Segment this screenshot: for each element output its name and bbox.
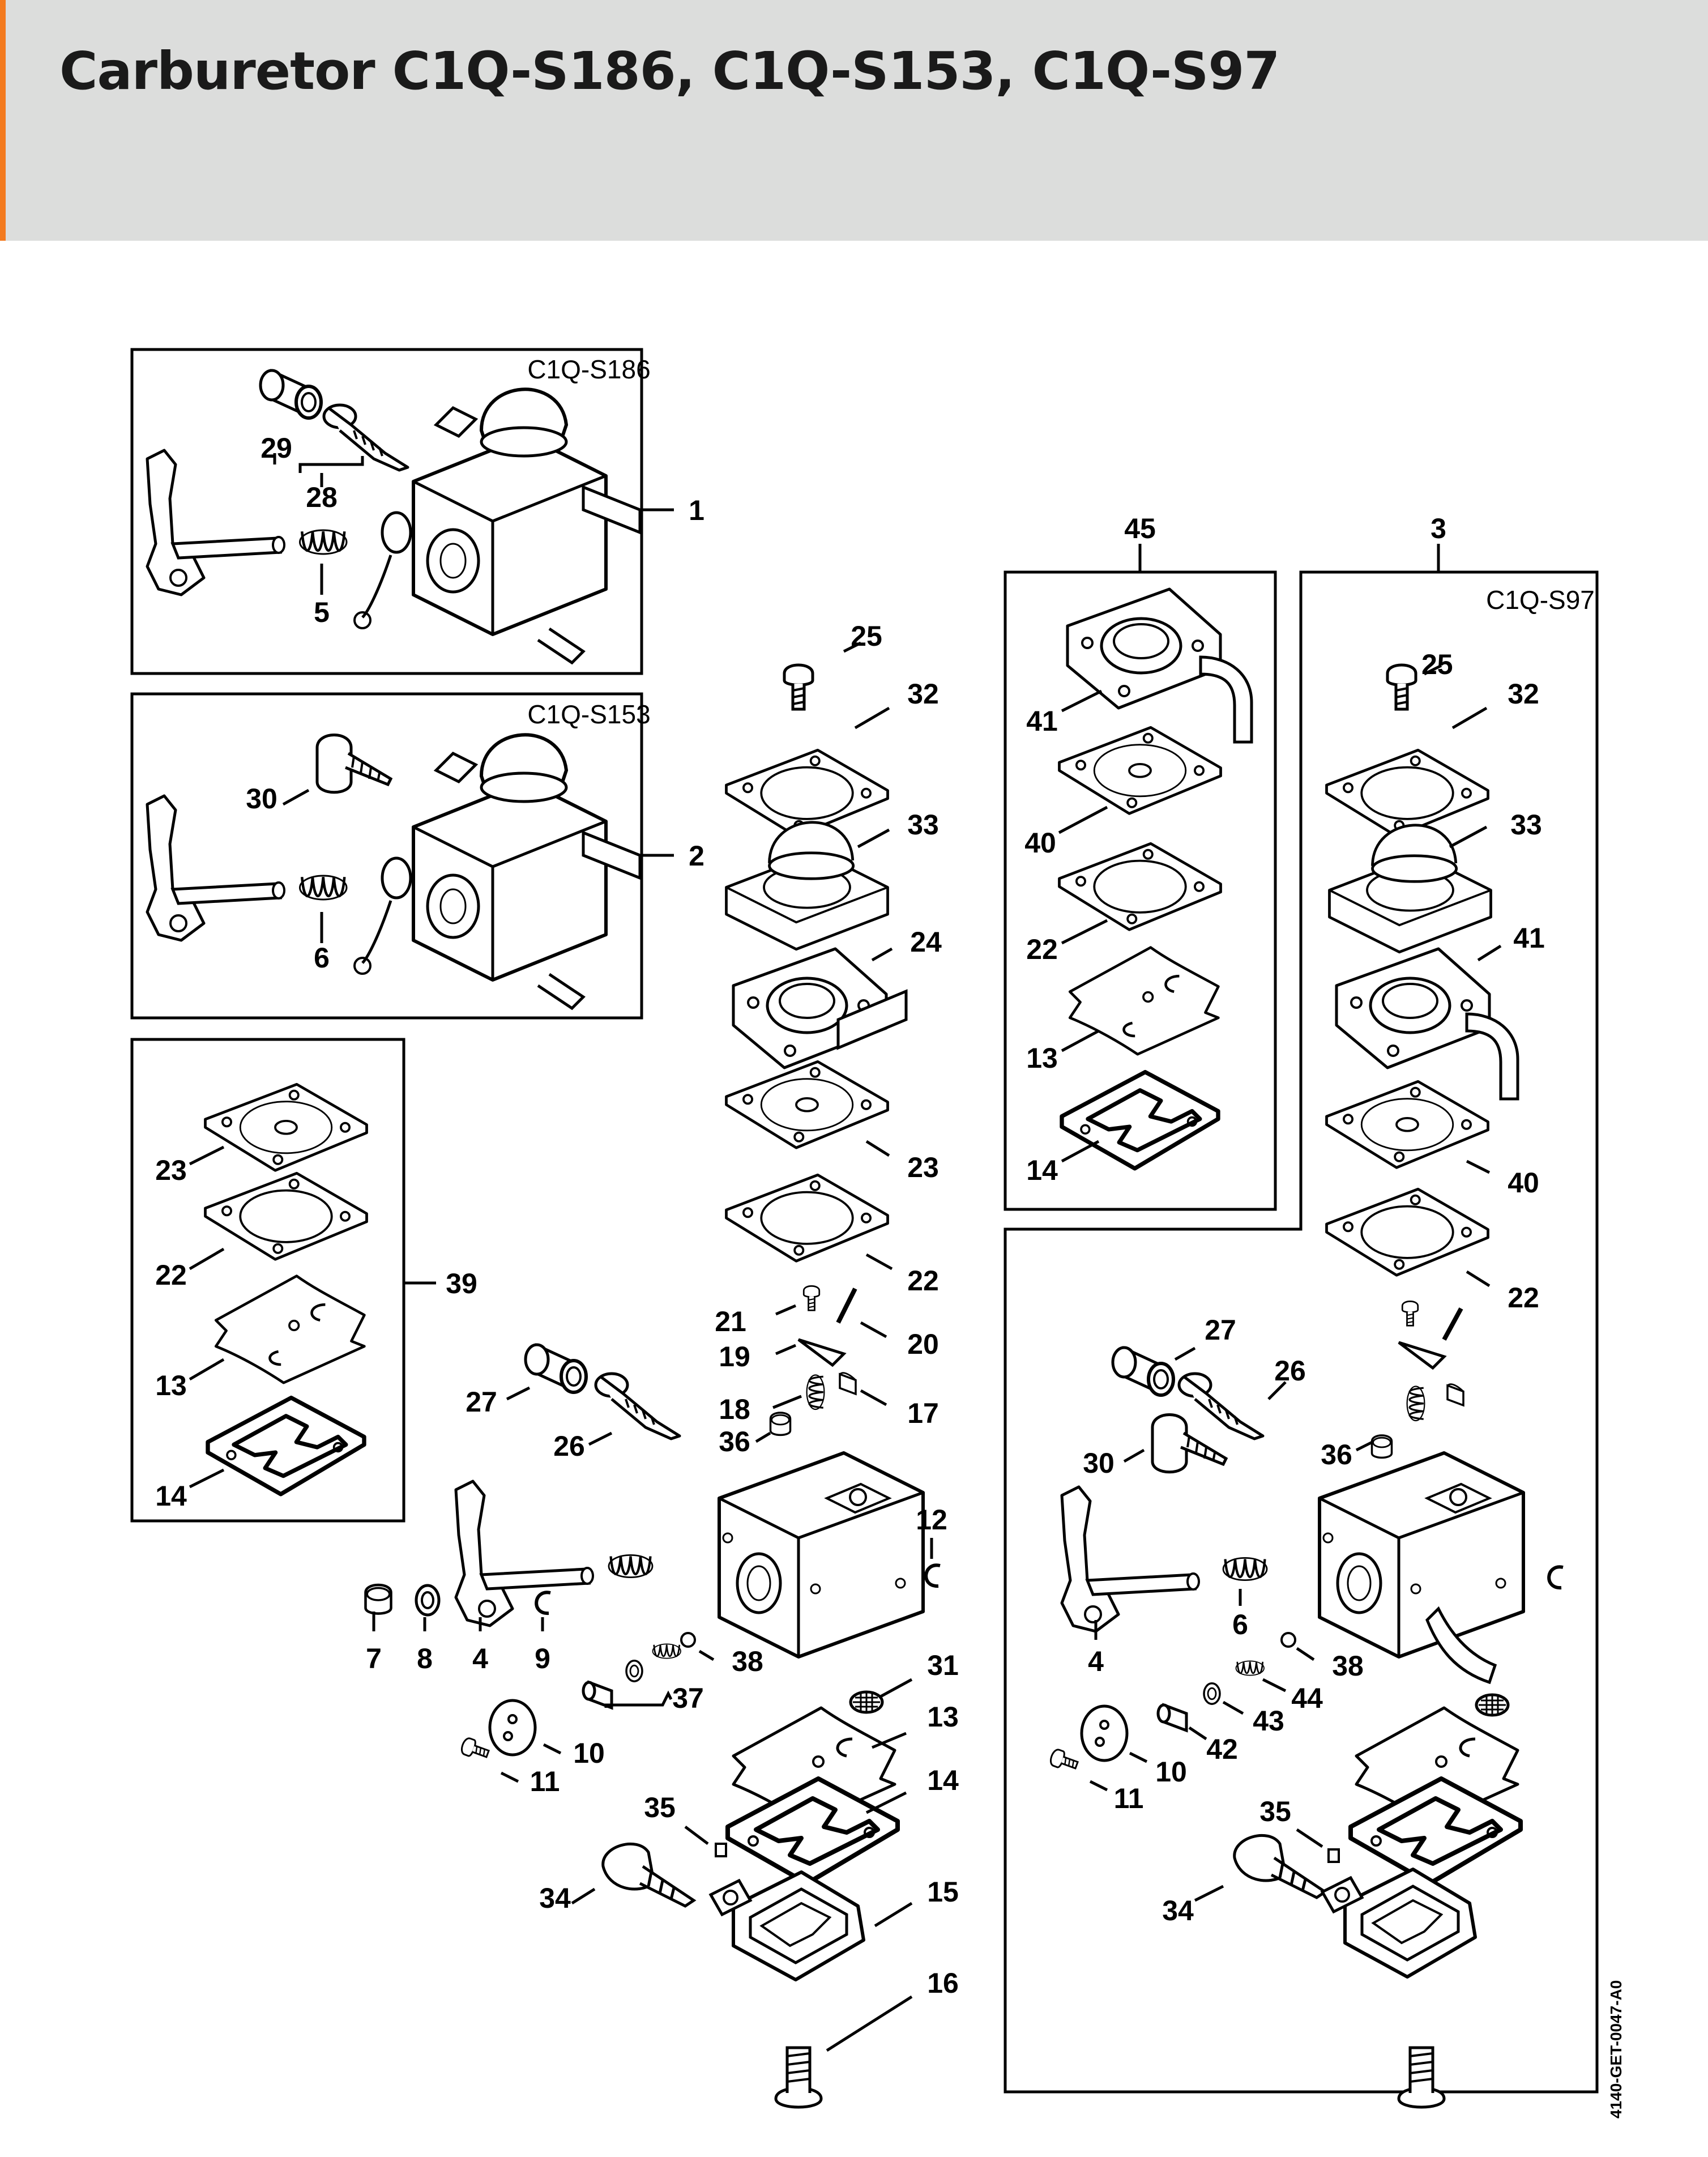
box-s186-ref: 1 [689, 495, 704, 526]
s97-callout-6: 6 [1232, 1609, 1248, 1640]
main-callout-19: 19 [719, 1341, 750, 1372]
main-callout-17: 17 [907, 1397, 939, 1429]
s97-callout-36: 36 [1321, 1439, 1352, 1470]
s97-callout-27: 27 [1205, 1314, 1236, 1346]
main-callout-7: 7 [366, 1643, 382, 1674]
main-callout-14: 14 [927, 1764, 959, 1796]
box-kit45: 45 41 40 22 13 14 [1024, 513, 1253, 1186]
kit45-callout-13: 13 [1026, 1042, 1058, 1074]
kit45-callout-14: 14 [1026, 1154, 1058, 1186]
kit45-callout-41: 41 [1026, 705, 1058, 737]
main-assembly: 25 32 33 24 23 22 21 20 19 18 17 36 27 2… [366, 620, 959, 2107]
main-callout-35: 35 [644, 1792, 676, 1823]
s97-callout-43: 43 [1253, 1705, 1284, 1737]
kit39-callout-13: 13 [155, 1370, 187, 1401]
s97-callout-41: 41 [1513, 922, 1545, 954]
main-callout-26: 26 [553, 1430, 585, 1462]
kit45-ref: 45 [1124, 513, 1156, 544]
main-callout-21: 21 [715, 1306, 746, 1337]
main-callout-25: 25 [851, 620, 882, 652]
s97-callout-4: 4 [1088, 1646, 1104, 1677]
main-callout-38: 38 [732, 1646, 763, 1677]
s153-callout-30: 30 [246, 783, 277, 815]
main-callout-13: 13 [927, 1701, 959, 1733]
page-title: Carburetor C1Q-S186, C1Q-S153, C1Q-S97 [59, 41, 1280, 101]
main-callout-33: 33 [907, 809, 939, 841]
main-callout-15: 15 [927, 1876, 959, 1908]
main-callout-12: 12 [916, 1504, 947, 1536]
s97-callout-30: 30 [1083, 1447, 1115, 1479]
main-callout-24: 24 [910, 926, 942, 958]
main-callout-18: 18 [719, 1393, 750, 1425]
s97-callout-32: 32 [1508, 678, 1539, 710]
kit45-callout-22: 22 [1026, 933, 1058, 965]
main-callout-31: 31 [927, 1649, 959, 1681]
main-callout-16: 16 [927, 1967, 959, 1999]
s186-callout-5: 5 [314, 596, 330, 628]
box-kit39: 39 23 22 13 14 [155, 1084, 477, 1512]
s97-callout-10: 10 [1155, 1756, 1187, 1788]
main-callout-36: 36 [719, 1426, 750, 1457]
main-callout-23: 23 [907, 1152, 939, 1183]
main-callout-20: 20 [907, 1328, 939, 1360]
s186-callout-28: 28 [306, 481, 338, 513]
box-s186-label: C1Q-S186 [527, 355, 650, 384]
s97-callout-33: 33 [1510, 809, 1542, 841]
box-s97-ref: 3 [1431, 513, 1446, 544]
s97-callout-11: 11 [1114, 1783, 1144, 1814]
main-callout-9: 9 [535, 1643, 550, 1674]
s97-callout-35: 35 [1259, 1796, 1291, 1827]
s97-callout-22: 22 [1508, 1282, 1539, 1314]
main-callout-37: 37 [672, 1682, 704, 1714]
s97-callout-38: 38 [1332, 1650, 1364, 1682]
s97-callout-44: 44 [1291, 1682, 1323, 1714]
main-callout-4: 4 [472, 1643, 488, 1674]
main-callout-10: 10 [573, 1737, 605, 1769]
s97-callout-42: 42 [1206, 1733, 1238, 1765]
s97-callout-40: 40 [1508, 1167, 1539, 1199]
box-s186: C1Q-S186 1 29 28 5 [147, 355, 704, 663]
kit39-callout-23: 23 [155, 1154, 187, 1186]
accent-bar [0, 0, 6, 241]
kit39-ref: 39 [446, 1268, 477, 1299]
kit45-callout-40: 40 [1024, 827, 1056, 859]
kit39-callout-22: 22 [155, 1259, 187, 1291]
main-callout-8: 8 [417, 1643, 433, 1674]
s153-callout-6: 6 [314, 942, 330, 974]
box-s153-ref: 2 [689, 840, 704, 872]
s186-callout-29: 29 [261, 432, 292, 464]
main-callout-32: 32 [907, 678, 939, 710]
figure-code: 4140-GET-0047-A0 [1607, 1980, 1625, 2118]
box-s97-label: C1Q-S97 [1486, 585, 1595, 615]
main-callout-34: 34 [539, 1882, 571, 1914]
main-callout-11: 11 [530, 1766, 560, 1797]
box-s153-label: C1Q-S153 [527, 700, 650, 729]
main-callout-27: 27 [466, 1386, 497, 1418]
main-callout-22: 22 [907, 1265, 939, 1297]
header-bar [0, 0, 1708, 241]
s97-callout-26: 26 [1274, 1355, 1306, 1387]
box-s153: C1Q-S153 2 30 6 [147, 700, 704, 1008]
s97-callout-34: 34 [1162, 1895, 1194, 1926]
s97-callout-25: 25 [1421, 649, 1453, 680]
kit39-callout-14: 14 [155, 1480, 187, 1512]
box-s97: 3 C1Q-S97 [1048, 513, 1595, 2107]
